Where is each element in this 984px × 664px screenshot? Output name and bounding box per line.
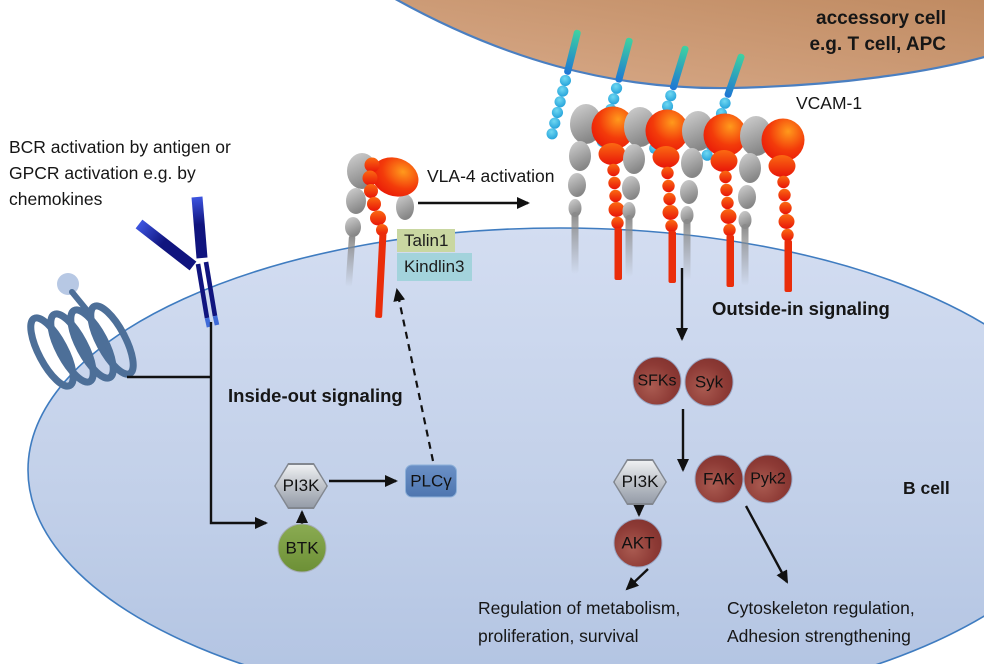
gpcr-receptor — [27, 273, 137, 390]
syk-node: Syk — [684, 357, 734, 407]
fak-label: FAK — [702, 469, 736, 488]
pi3k-outside-label: PI3K — [621, 472, 659, 491]
btk-node: BTK — [277, 523, 327, 573]
sfks-node: SFKs — [632, 356, 682, 406]
plc-gamma-node: PLCγ — [405, 464, 457, 498]
fak-node: FAK — [694, 454, 744, 504]
cytoskeleton-outcome-text: Cytoskeleton regulation, Adhesion streng… — [727, 598, 915, 646]
kindlin3-box: Kindlin3 — [397, 253, 472, 281]
pi3k-inside-label: PI3K — [282, 476, 320, 495]
akt-to-regulation-arrow — [625, 568, 649, 591]
talin1-box: Talin1 — [397, 229, 456, 252]
plc-gamma-label: PLCγ — [410, 471, 452, 490]
chemokine-ligand — [57, 273, 79, 295]
bcr-to-btk-arrow — [209, 322, 268, 529]
akt-node: AKT — [613, 518, 663, 568]
plc-to-talin-dashed-arrow — [393, 288, 435, 462]
syk-label: Syk — [694, 372, 724, 391]
outside-in-signaling-label: Outside-in signaling — [712, 298, 890, 319]
sfks-label: SFKs — [637, 372, 677, 389]
vcam1-label: VCAM-1 — [796, 93, 863, 113]
pyk2-label: Pyk2 — [750, 470, 786, 487]
inside-out-signaling-label: Inside-out signaling — [228, 385, 403, 406]
arrows — [127, 197, 789, 591]
accessory-cell-label: accessory cell e.g. T cell, APC — [809, 8, 946, 55]
regulation-outcome-text: Regulation of metabolism, proliferation,… — [478, 598, 681, 646]
b-cell-label: B cell — [903, 478, 950, 498]
fak-to-cytoskeleton-arrow — [744, 505, 789, 584]
integrin-bent — [345, 153, 419, 318]
bcr-receptor — [135, 196, 220, 328]
b-cell-body — [27, 227, 984, 664]
akt-label: AKT — [621, 533, 655, 552]
pyk2-node: Pyk2 — [743, 454, 793, 504]
btk-label: BTK — [285, 538, 319, 557]
vla4-activation-label: VLA-4 activation — [427, 166, 555, 186]
bcr-activation-text: BCR activation by antigen or GPCR activa… — [9, 137, 231, 209]
